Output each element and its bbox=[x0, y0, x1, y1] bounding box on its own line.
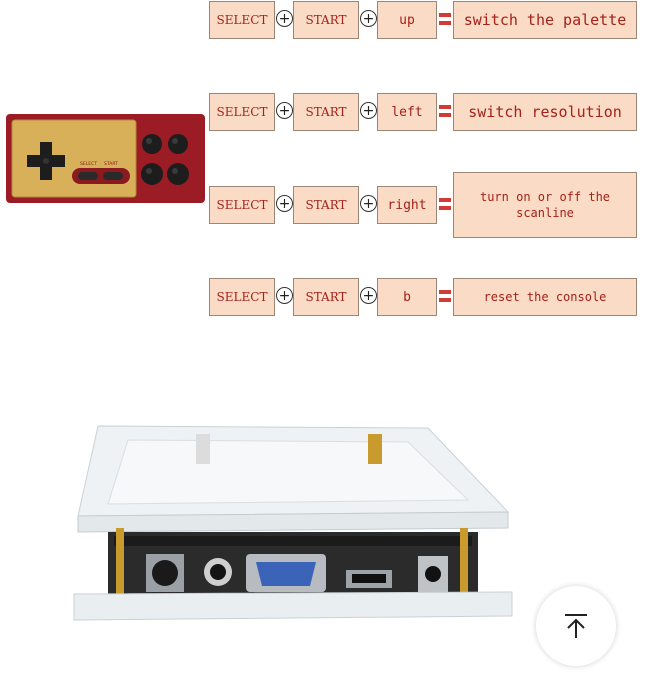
direction-key: right bbox=[377, 186, 437, 224]
plus-icon: + bbox=[360, 195, 377, 212]
equals-icon bbox=[439, 10, 451, 28]
result-label: reset the console bbox=[453, 278, 637, 316]
plus-icon: + bbox=[360, 10, 377, 27]
console-image bbox=[73, 425, 513, 621]
plus-icon: + bbox=[360, 102, 377, 119]
plus-icon: + bbox=[276, 102, 293, 119]
arrow-up-to-top-icon bbox=[565, 614, 587, 638]
plus-icon: + bbox=[360, 287, 377, 304]
select-key: SELECT bbox=[209, 278, 275, 316]
equals-icon bbox=[439, 102, 451, 120]
select-key: SELECT bbox=[209, 93, 275, 131]
controller-image: SELECT START bbox=[6, 114, 205, 203]
direction-key: up bbox=[377, 1, 437, 39]
plus-icon: + bbox=[276, 195, 293, 212]
result-label: switch the palette bbox=[453, 1, 637, 39]
direction-key: b bbox=[377, 278, 437, 316]
combo-row-resolution: SELECT + START + left switch resolution bbox=[0, 93, 645, 135]
combo-row-scanline: SELECT + START + right turn on or off th… bbox=[0, 172, 645, 238]
controller-select-label: SELECT bbox=[80, 161, 97, 167]
equals-icon bbox=[439, 287, 451, 305]
scroll-to-top-button[interactable] bbox=[536, 586, 616, 666]
result-label: turn on or off the scanline bbox=[453, 172, 637, 238]
start-key: START bbox=[293, 278, 359, 316]
select-key: SELECT bbox=[209, 1, 275, 39]
direction-key: left bbox=[377, 93, 437, 131]
plus-icon: + bbox=[276, 287, 293, 304]
controller-start-label: START bbox=[104, 161, 118, 167]
plus-icon: + bbox=[276, 10, 293, 27]
start-key: START bbox=[293, 93, 359, 131]
select-key: SELECT bbox=[209, 186, 275, 224]
result-label: switch resolution bbox=[453, 93, 637, 131]
start-key: START bbox=[293, 186, 359, 224]
start-key: START bbox=[293, 1, 359, 39]
equals-icon bbox=[439, 195, 451, 213]
combo-row-palette: SELECT + START + up switch the palette bbox=[0, 1, 645, 43]
combo-row-reset: SELECT + START + b reset the console bbox=[0, 278, 645, 320]
